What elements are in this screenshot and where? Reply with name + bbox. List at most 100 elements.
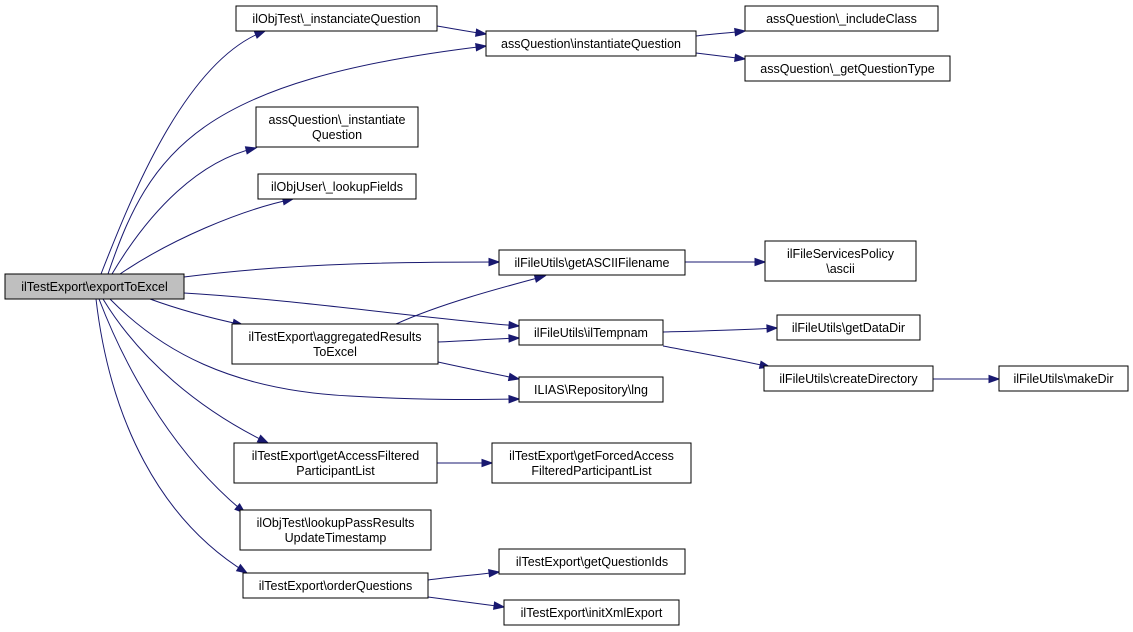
edge-getAscii-to-policyAscii-arrowhead xyxy=(754,257,767,267)
node-instantiateQ[interactable]: assQuestion\instantiateQuestion xyxy=(485,30,697,57)
node-box xyxy=(235,5,438,32)
node-box xyxy=(242,572,429,599)
node-box xyxy=(998,365,1129,392)
node-label: ilFileUtils\makeDir xyxy=(1013,372,1113,386)
edge-aggregated-to-tempnam xyxy=(437,337,520,343)
node-label: assQuestion\_instantiate xyxy=(269,113,406,127)
node-label: ilTestExport\initXmlExport xyxy=(521,606,663,620)
node-box xyxy=(4,273,185,300)
node-getAscii[interactable]: ilFileUtils\getASCIIFilename xyxy=(498,249,686,276)
edge-root-to-tempnam-arrowhead xyxy=(508,320,521,330)
edge-orderQ-to-initXml-arrowhead xyxy=(493,601,506,610)
node-label: ilTestExport\getQuestionIds xyxy=(516,555,668,569)
node-label: assQuestion\instantiateQuestion xyxy=(501,37,681,51)
edge-root-to-lookupFields xyxy=(119,198,294,275)
edge-aggregated-to-getAscii xyxy=(395,275,546,325)
node-box xyxy=(233,442,438,484)
edge-root-to-accessFiltered xyxy=(102,298,269,444)
node-label: ilObjUser\_lookupFields xyxy=(271,180,403,194)
node-label: UpdateTimestamp xyxy=(285,531,387,545)
node-box xyxy=(518,319,664,346)
node-policyAscii[interactable]: ilFileServicesPolicy\ascii xyxy=(764,240,917,282)
node-tempnam[interactable]: ilFileUtils\ilTempnam xyxy=(518,319,664,346)
edge-root-to-lng-arrowhead xyxy=(508,394,521,404)
node-label: ilFileServicesPolicy xyxy=(787,247,895,261)
node-accessFiltered[interactable]: ilTestExport\getAccessFilteredParticipan… xyxy=(233,442,438,484)
edge-root-to-instQ2-arrowhead xyxy=(244,146,258,155)
node-label: ilFileUtils\getDataDir xyxy=(792,321,905,335)
edge-aggregated-to-lng-arrowhead xyxy=(507,372,521,382)
node-label: ilFileUtils\getASCIIFilename xyxy=(515,256,670,270)
node-label: ilTestExport\orderQuestions xyxy=(259,579,413,593)
node-forcedAccess[interactable]: ilTestExport\getForcedAccessFilteredPart… xyxy=(491,442,692,484)
node-label: assQuestion\_getQuestionType xyxy=(760,62,934,76)
edge-root-to-orderQ xyxy=(95,298,248,574)
node-box xyxy=(763,365,934,392)
node-includeClass[interactable]: assQuestion\_includeClass xyxy=(744,5,939,32)
node-initXml[interactable]: ilTestExport\initXmlExport xyxy=(503,599,680,626)
node-box xyxy=(491,442,692,484)
node-label: ilTestExport\exportToExcel xyxy=(21,280,168,294)
node-lng[interactable]: ILIAS\Repository\lng xyxy=(518,376,664,403)
node-box xyxy=(764,240,917,282)
node-instQ2[interactable]: assQuestion\_instantiateQuestion xyxy=(255,106,419,148)
edge-root-to-getAscii-arrowhead xyxy=(488,257,501,267)
edge-createDir-to-makeDir-arrowhead xyxy=(988,374,1001,384)
node-instanciate[interactable]: ilObjTest\_instanciateQuestion xyxy=(235,5,438,32)
edge-root-to-instantiateQ-arrowhead xyxy=(475,42,488,52)
edge-instantiateQ-to-includeClass-arrowhead xyxy=(734,27,747,37)
node-label: ParticipantList xyxy=(296,464,375,478)
node-box xyxy=(255,106,419,148)
node-createDir[interactable]: ilFileUtils\createDirectory xyxy=(763,365,934,392)
edge-aggregated-to-tempnam-arrowhead xyxy=(508,334,521,343)
node-box xyxy=(239,509,432,551)
node-label: ILIAS\Repository\lng xyxy=(534,383,648,397)
node-getQIds[interactable]: ilTestExport\getQuestionIds xyxy=(498,548,686,575)
node-label: ilTestExport\getAccessFiltered xyxy=(252,449,419,463)
edge-root-to-instantiateQ xyxy=(107,45,487,275)
edge-root-to-aggregated xyxy=(149,298,244,326)
edge-orderQ-to-initXml xyxy=(427,596,505,608)
node-label: Question xyxy=(312,128,362,142)
edge-aggregated-to-lng xyxy=(437,361,520,380)
node-label: ilObjTest\lookupPassResults xyxy=(257,516,415,530)
node-label: FilteredParticipantList xyxy=(531,464,652,478)
node-box xyxy=(744,5,939,32)
edge-root-to-tempnam xyxy=(183,292,520,327)
node-label: ilTestExport\aggregatedResults xyxy=(248,330,421,344)
edge-aggregated-to-getAscii-arrowhead xyxy=(533,274,547,283)
nodes-layer: ilTestExport\exportToExcel ilObjTest\_ins… xyxy=(4,5,1129,626)
node-orderQ[interactable]: ilTestExport\orderQuestions xyxy=(242,572,429,599)
node-label: ilFileUtils\createDirectory xyxy=(779,372,918,386)
edge-root-to-instanciate xyxy=(100,30,266,275)
edge-accessFiltered-to-forcedAccess-arrowhead xyxy=(481,458,494,468)
edge-root-to-accessFiltered-arrowhead xyxy=(256,434,270,444)
edge-tempnam-to-getDataDir xyxy=(662,327,778,333)
node-box xyxy=(744,55,951,82)
node-box xyxy=(498,249,686,276)
node-root[interactable]: ilTestExport\exportToExcel xyxy=(4,273,185,300)
node-label: ilFileUtils\ilTempnam xyxy=(534,326,648,340)
node-getQType[interactable]: assQuestion\_getQuestionType xyxy=(744,55,951,82)
edge-root-to-lookupPass xyxy=(98,298,246,514)
node-makeDir[interactable]: ilFileUtils\makeDir xyxy=(998,365,1129,392)
edge-root-to-lng xyxy=(109,298,520,401)
node-lookupFields[interactable]: ilObjUser\_lookupFields xyxy=(257,173,417,200)
node-box xyxy=(776,314,921,341)
node-box xyxy=(503,599,680,626)
node-getDataDir[interactable]: ilFileUtils\getDataDir xyxy=(776,314,921,341)
edge-root-to-instanciate-arrowhead xyxy=(253,30,267,39)
edge-orderQ-to-getQIds xyxy=(427,571,500,581)
node-box xyxy=(257,173,417,200)
edge-root-to-getAscii xyxy=(183,261,500,278)
node-box xyxy=(485,30,697,57)
node-label: ilTestExport\getForcedAccess xyxy=(509,449,674,463)
node-lookupPass[interactable]: ilObjTest\lookupPassResultsUpdateTimesta… xyxy=(239,509,432,551)
node-label: ilObjTest\_instanciateQuestion xyxy=(252,12,420,26)
node-box xyxy=(231,323,439,365)
node-label: assQuestion\_includeClass xyxy=(766,12,917,26)
edge-instantiateQ-to-getQType-arrowhead xyxy=(734,53,747,63)
node-label: ToExcel xyxy=(313,345,357,359)
